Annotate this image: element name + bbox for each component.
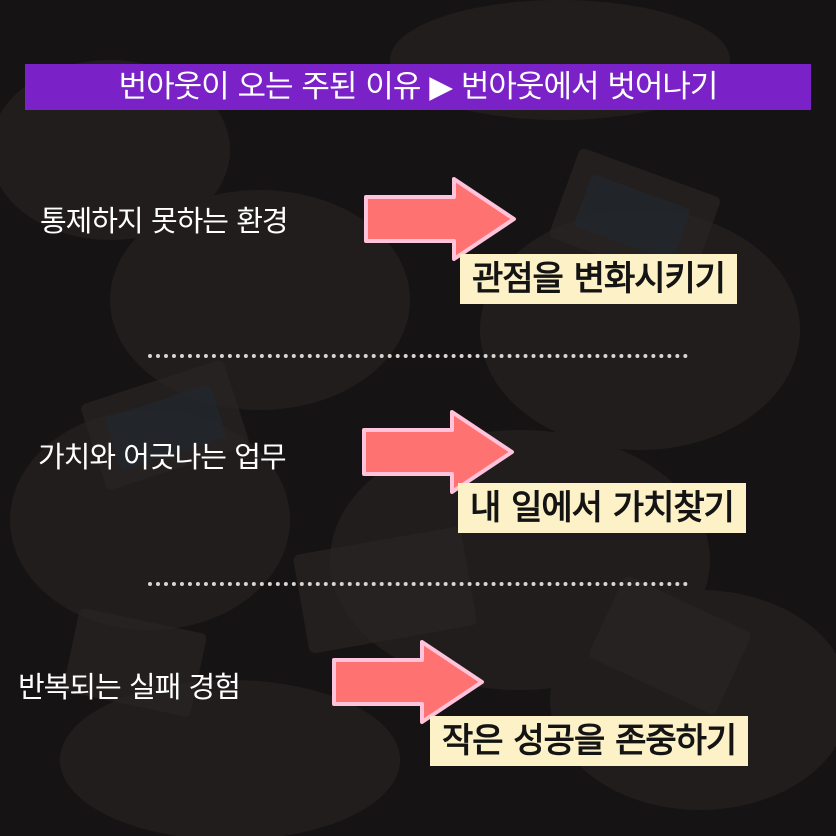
solution-label-2: 내 일에서 가치찾기 [458,483,746,533]
solution-label-3: 작은 성공을 존중하기 [430,716,749,766]
problem-text-3: 반복되는 실패 경험 [18,670,241,704]
solution-label-1: 관점을 변화시키기 [460,254,738,304]
right-arrow-icon [362,410,514,494]
problem-text-2: 가치와 어긋나는 업무 [38,440,287,474]
dotted-divider-2 [148,582,688,586]
right-arrow-icon [332,640,484,724]
page-title: 번아웃이 오는 주된 이유 ▶ 번아웃에서 벗어나기 [25,64,811,110]
problem-text-1: 통제하지 못하는 환경 [40,204,289,238]
dotted-divider-1 [148,354,688,358]
right-arrow-icon [364,177,516,261]
